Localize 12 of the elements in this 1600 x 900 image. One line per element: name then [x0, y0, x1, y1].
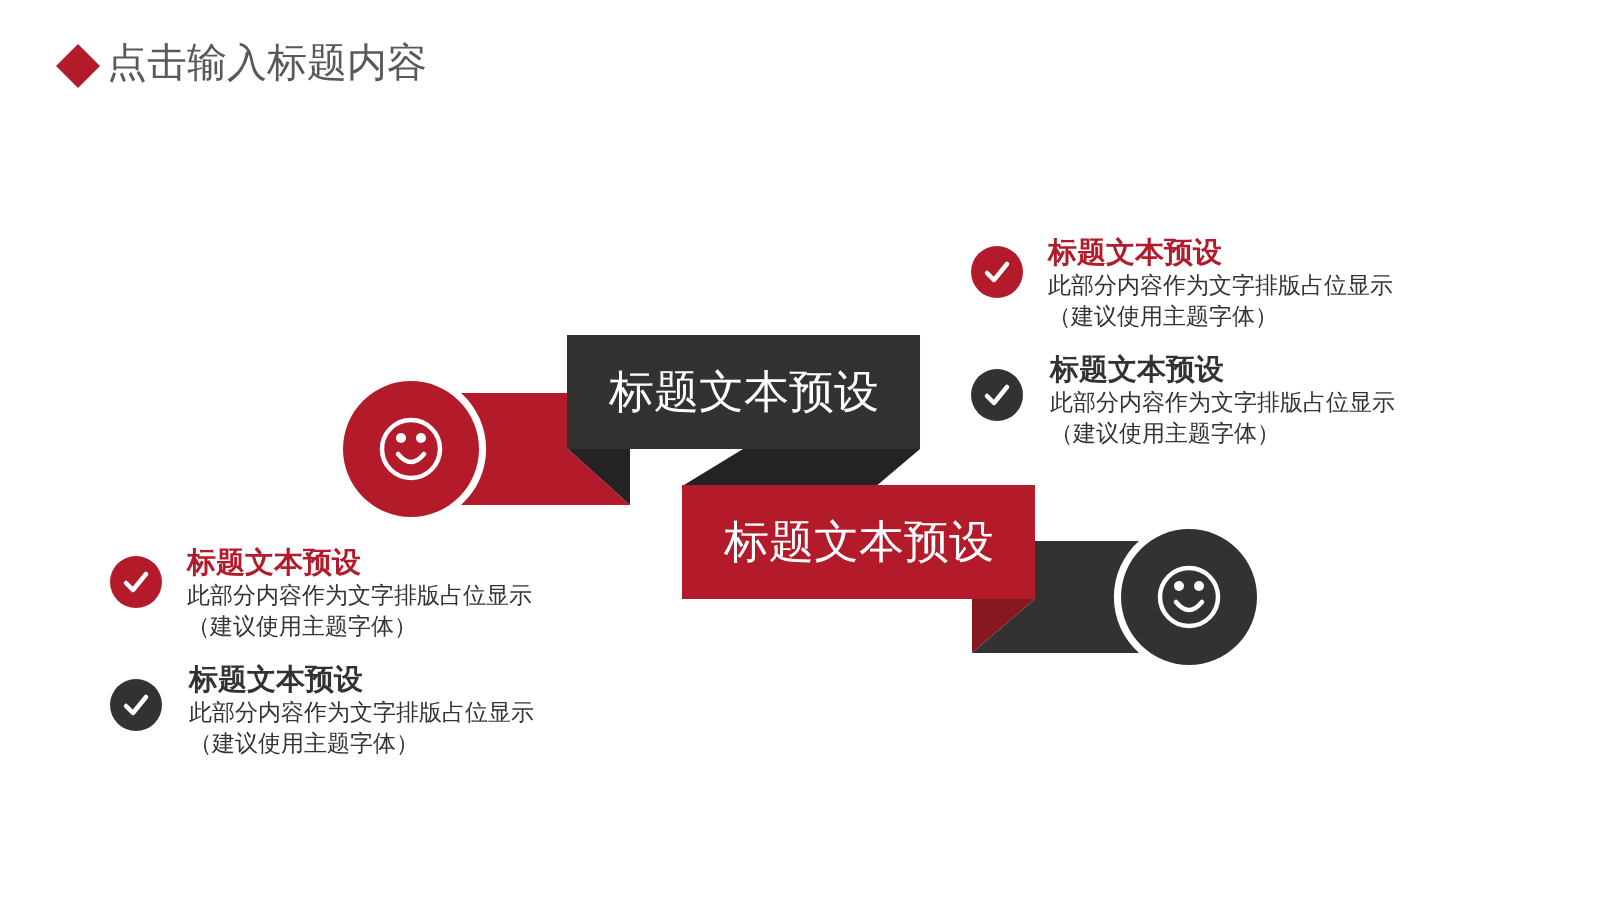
ribbon-fold — [684, 449, 920, 485]
item-description: 此部分内容作为文字排版占位显示（建议使用主题字体） — [1048, 271, 1394, 331]
item-heading: 标题文本预设 — [1048, 235, 1222, 270]
item-heading: 标题文本预设 — [189, 662, 363, 697]
item-description: 此部分内容作为文字排版占位显示（建议使用主题字体） — [189, 698, 535, 758]
item-description: 此部分内容作为文字排版占位显示（建议使用主题字体） — [187, 581, 533, 641]
item-heading: 标题文本预设 — [1050, 352, 1224, 387]
title-banner: 标题文本预设 — [682, 485, 1035, 599]
item-heading: 标题文本预设 — [187, 545, 361, 580]
item-description: 此部分内容作为文字排版占位显示（建议使用主题字体） — [1050, 388, 1396, 448]
slide-title: 点击输入标题内容 — [107, 39, 427, 86]
title-banner: 标题文本预设 — [567, 335, 920, 449]
